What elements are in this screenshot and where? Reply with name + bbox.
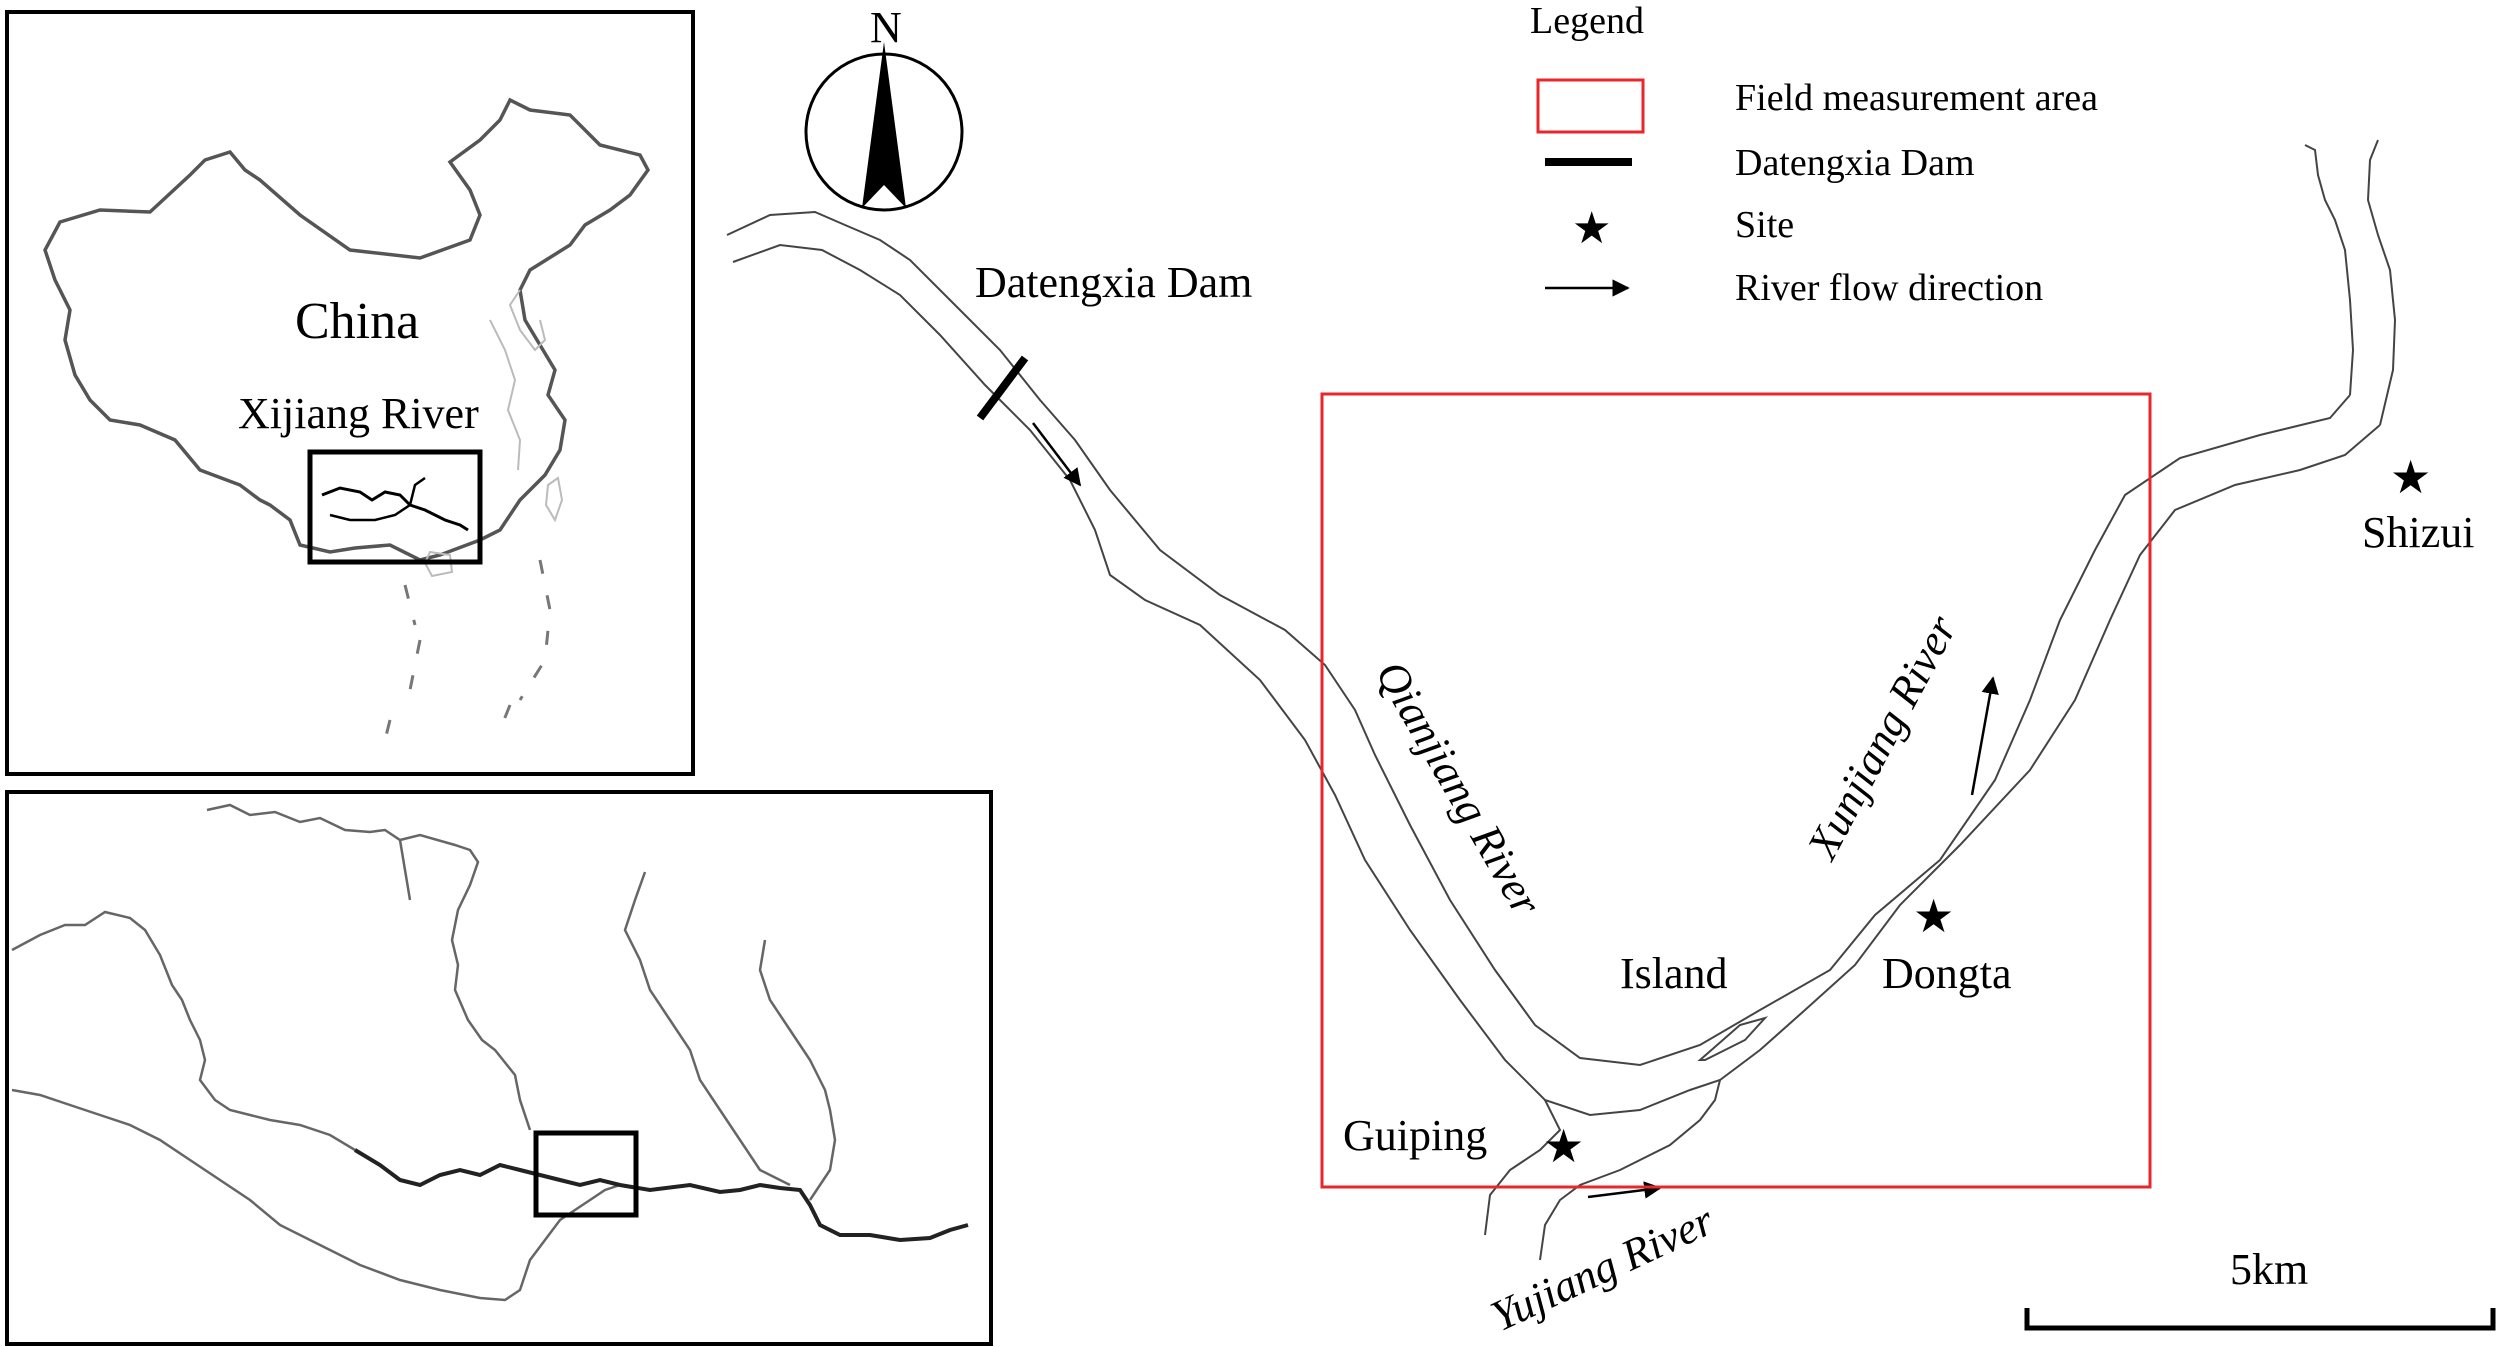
north-label: N [870, 3, 902, 52]
basin-main-river [353, 1148, 969, 1243]
legend-symbol-field-area [1536, 78, 1645, 134]
xijiang-river-mini [321, 486, 469, 532]
yujiang-river-label: Yujiang River [1484, 1195, 1722, 1341]
site-label-shizui: Shizui [2362, 508, 2474, 557]
yujiang-bank-north [1484, 1099, 1562, 1236]
xijiang-branch-mini [408, 476, 426, 506]
yujiang-bank-south [1539, 1079, 1721, 1261]
basin-boundary-north [206, 803, 532, 1131]
basin-east-river-a [623, 871, 791, 1187]
upper-tributary-east [2366, 139, 2397, 426]
field-measurement-area [1320, 392, 2152, 1189]
site-label-guiping: Guiping [1343, 1111, 1487, 1160]
xijiang-river-label: Xijiang River [238, 389, 479, 438]
flow-arrow-xunjiang [1970, 676, 1999, 796]
china-outline [43, 97, 651, 562]
south-china-sea-dashes [383, 559, 552, 741]
china-inset: China Xijiang River [5, 10, 695, 776]
xijiang-tributary-mini [329, 503, 411, 522]
korea-coast [508, 289, 547, 352]
island-outline [1697, 1016, 1769, 1061]
site-star-dongta: ★ [1913, 891, 1954, 942]
datengxia-dam-marker [976, 355, 1029, 421]
site-star-shizui: ★ [2390, 452, 2431, 503]
basin-inset-frame [5, 790, 993, 1346]
scale-bar-label: 5km [2230, 1245, 2308, 1294]
site-label-dongta: Dongta [1882, 949, 2012, 998]
qianjiang-river-label: Qianjiang River [1366, 653, 1551, 925]
study-region-box [533, 1130, 639, 1218]
scale-bar-line [2024, 1308, 2496, 1331]
legend-title: Legend [1530, 0, 1644, 42]
china-inset-frame [5, 10, 695, 776]
xijiang-basin-box [307, 449, 483, 565]
flow-arrow-qianjiang [1032, 422, 1082, 487]
qianjiang-bank-south [732, 243, 2381, 1117]
north-arrow: N [804, 3, 964, 212]
xunjiang-river-label: Xunjiang River [1797, 607, 1967, 869]
legend: Legend Field measurement area Datengxia … [1530, 0, 2098, 309]
upper-tributary-west [2304, 144, 2355, 396]
basin-south-arm [11, 1088, 621, 1302]
taiwan-outline [544, 476, 564, 523]
china-label: China [295, 293, 419, 350]
basin-west-arm [11, 910, 356, 1152]
main-river-network [726, 139, 2397, 1261]
legend-label-field-area: Field measurement area [1735, 77, 2098, 119]
scale-bar: 5km [2024, 1245, 2496, 1331]
legend-symbol-site: ★ [1572, 204, 1611, 253]
east-coast-light [489, 319, 522, 471]
qianjiang-bank-north [726, 210, 2351, 1067]
basin-east-river-b [758, 939, 837, 1201]
island-label: Island [1620, 949, 1728, 998]
dam-label: Datengxia Dam [975, 258, 1252, 307]
north-arrow-needle [862, 42, 906, 208]
basin-north-branch [398, 839, 412, 901]
legend-label-flow: River flow direction [1735, 267, 2043, 309]
legend-label-site: Site [1735, 204, 1794, 246]
basin-inset [5, 790, 993, 1346]
legend-label-dam: Datengxia Dam [1735, 142, 1975, 184]
site-star-guiping: ★ [1543, 1121, 1584, 1172]
flow-arrow-yujiang [1587, 1181, 1662, 1199]
